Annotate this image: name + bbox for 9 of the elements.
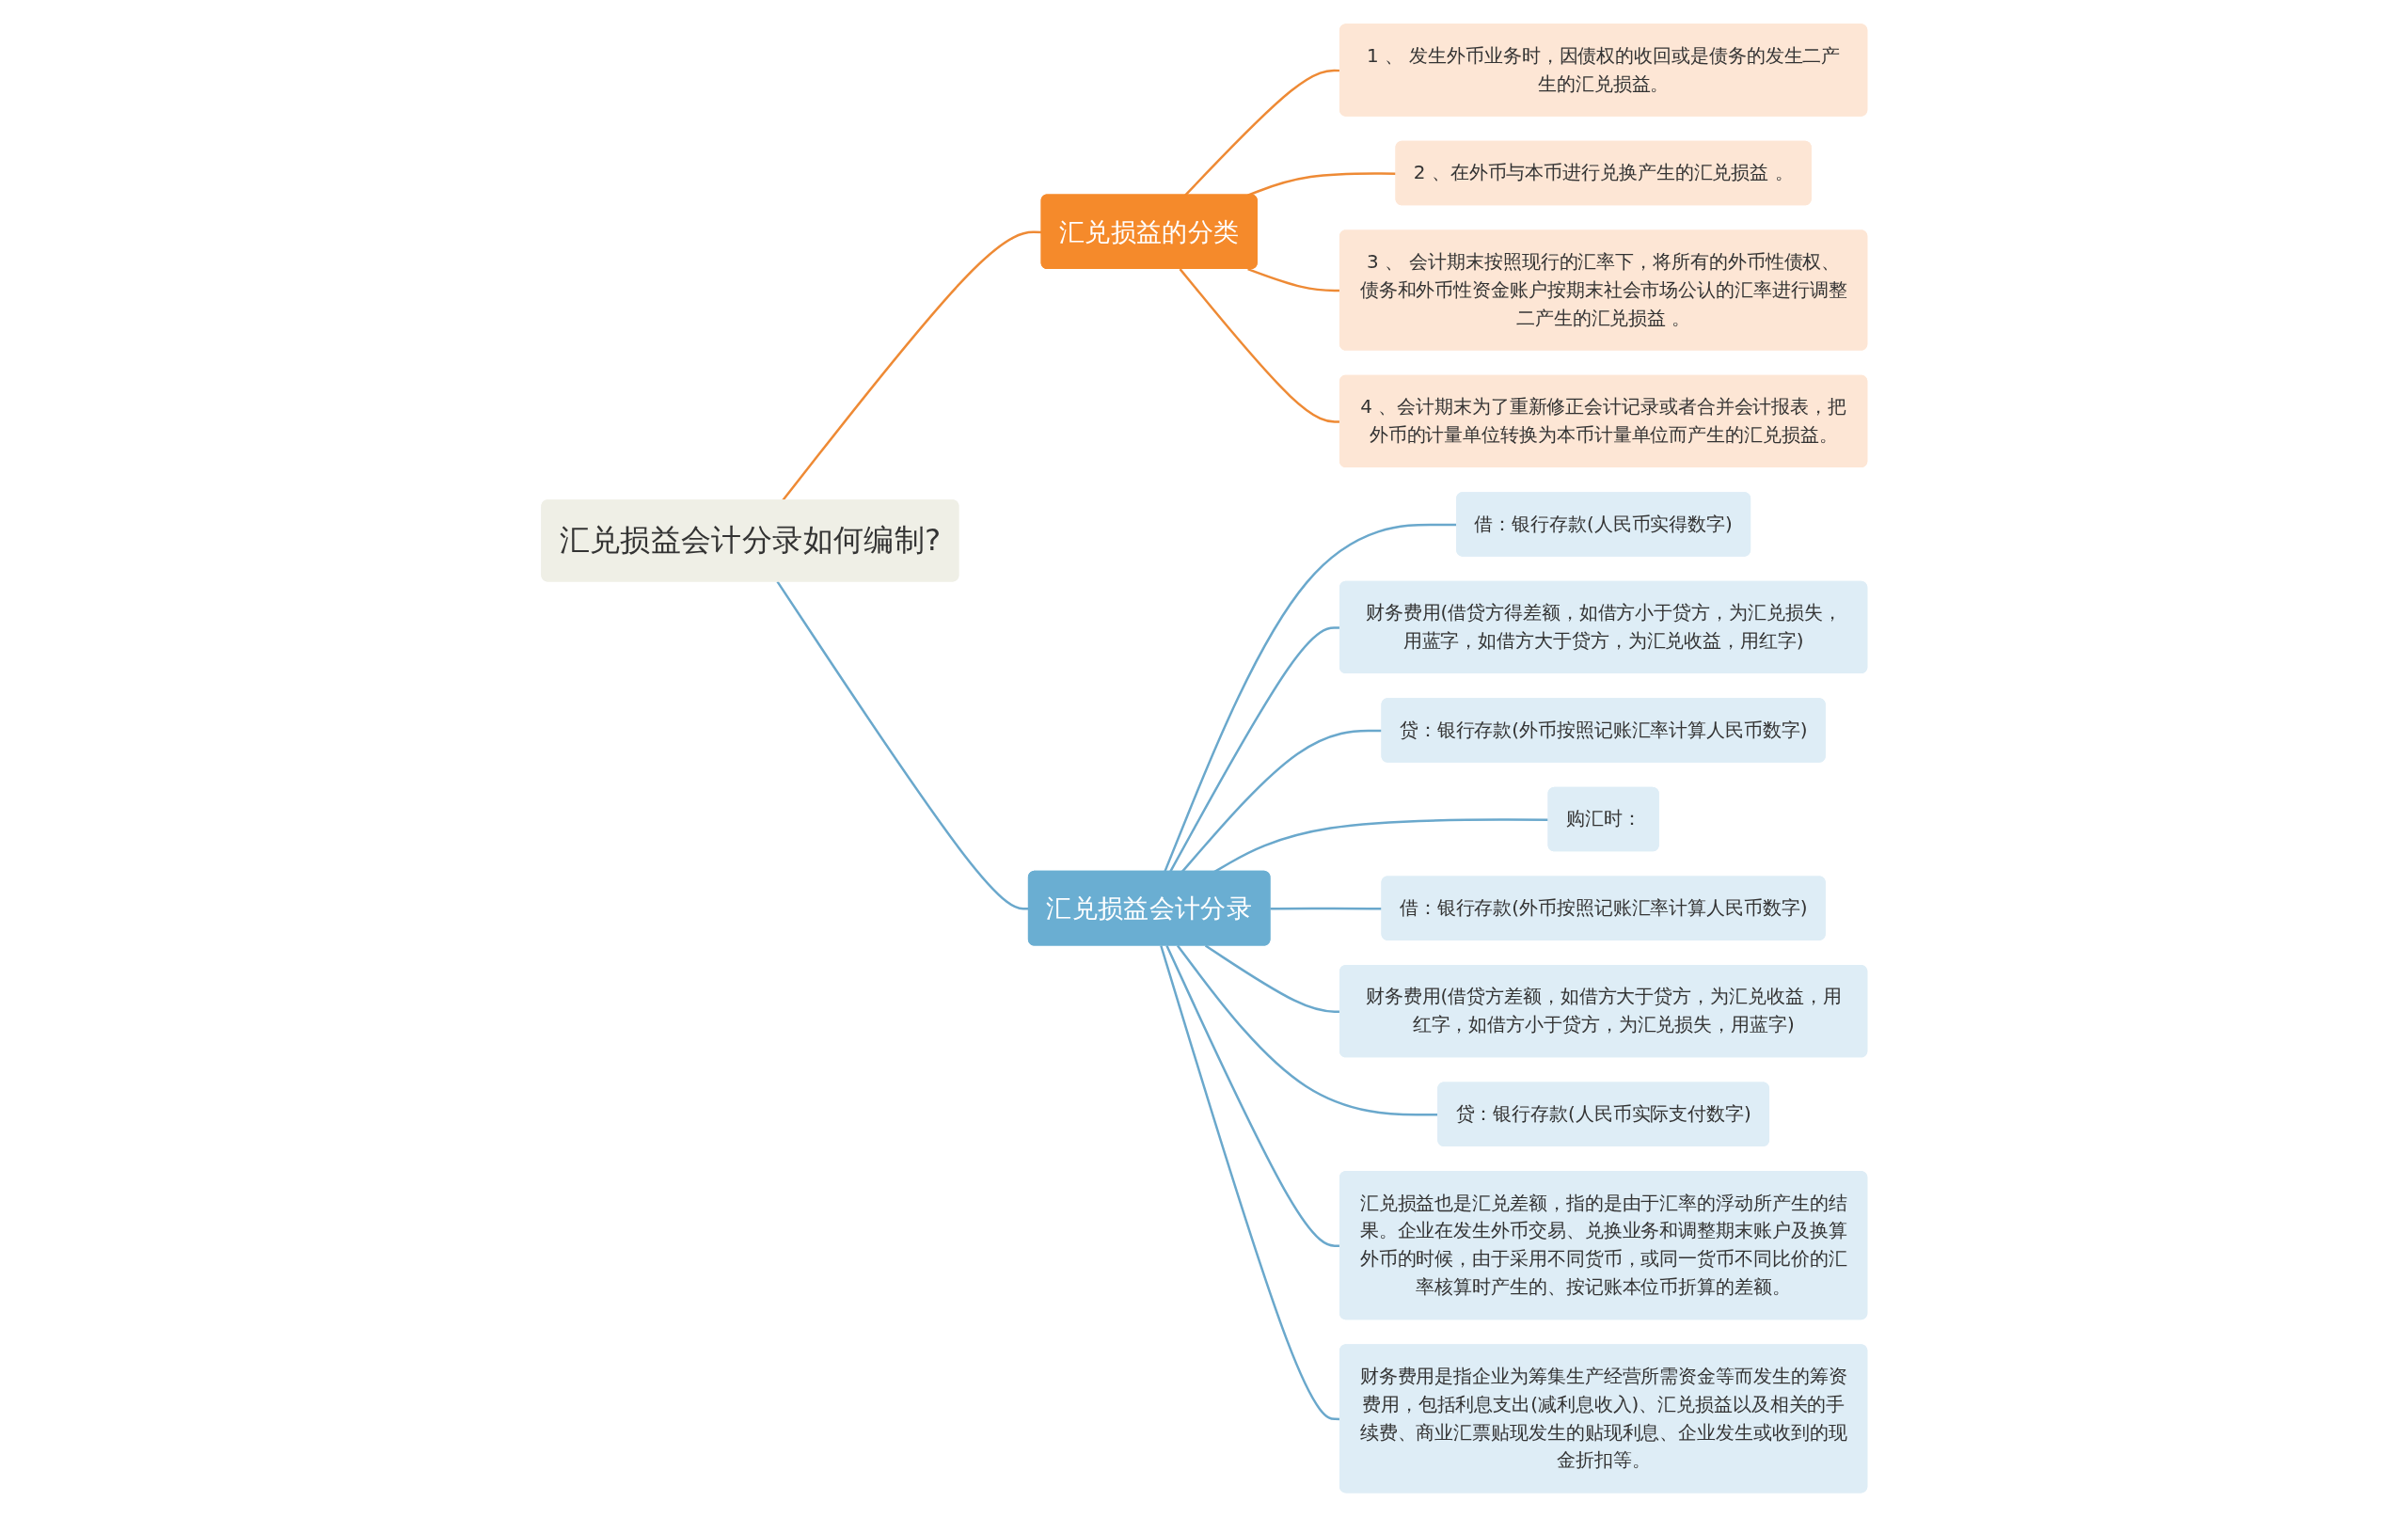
connector	[776, 580, 1029, 910]
mind-map-drawing: 汇兑损益会计分录如何编制? 汇兑损益的分类 1 、 发生外币业务时，因债权的收回或是债务的发生二产生的汇兑损益。 2 、在外币与本币进行兑换产生的汇兑损益 。 3 、 会计期末按照现行的汇率下，将所有的外币性债权、债务和外币性资金账户按期末社会市场公认的汇率进行调整二产生的汇兑损益 。 4 、会计期末为了重新修正会计记录或者合并会计报表，把外币的计量单位转换为本币计量单位而产生的汇兑损益。 汇兑损益会计分录 借：银行存款(人民币实得数字) 财务费用(借贷方得差额，如借方小于贷方，为汇兑损失，用蓝字，如借方大于贷方，为汇兑收益，用红字) 贷：银行存款(外币按照记账汇率计算人民币数字) 购汇时： 借：银行存款(外币按照记账汇率计算人民币数字) 财务费用(借贷方差额，如借方大于贷方，为汇兑收益，用红字，如借方小于贷方，为汇兑损失，用蓝字) 贷：银行存款(人民币实际支付数字) 汇兑损益也是汇兑差额，指的是由于汇率的浮动所产生的结果。企业在发生外币交易、兑换业务和调整期末账户及换算外币的时候，由于采用不同货币，或同一货币不同比价的汇率核算时产生的、按记账本位币折算的差额。 财务费用是指企业为筹集生产经营所需资金等而发生的筹资费用，包括利息支出(减利息收入)、汇兑损益以及相关的手续费、商业汇票贴现发生的贴现利息、企业发生或收到的现金折扣等。	[531, 15, 1877, 1502]
connector	[1159, 945, 1340, 1421]
connector	[1246, 268, 1340, 292]
connector	[1179, 268, 1340, 423]
connector	[1164, 945, 1340, 1248]
connector	[1204, 944, 1340, 1014]
connector	[1168, 626, 1340, 873]
connector	[1183, 69, 1340, 197]
